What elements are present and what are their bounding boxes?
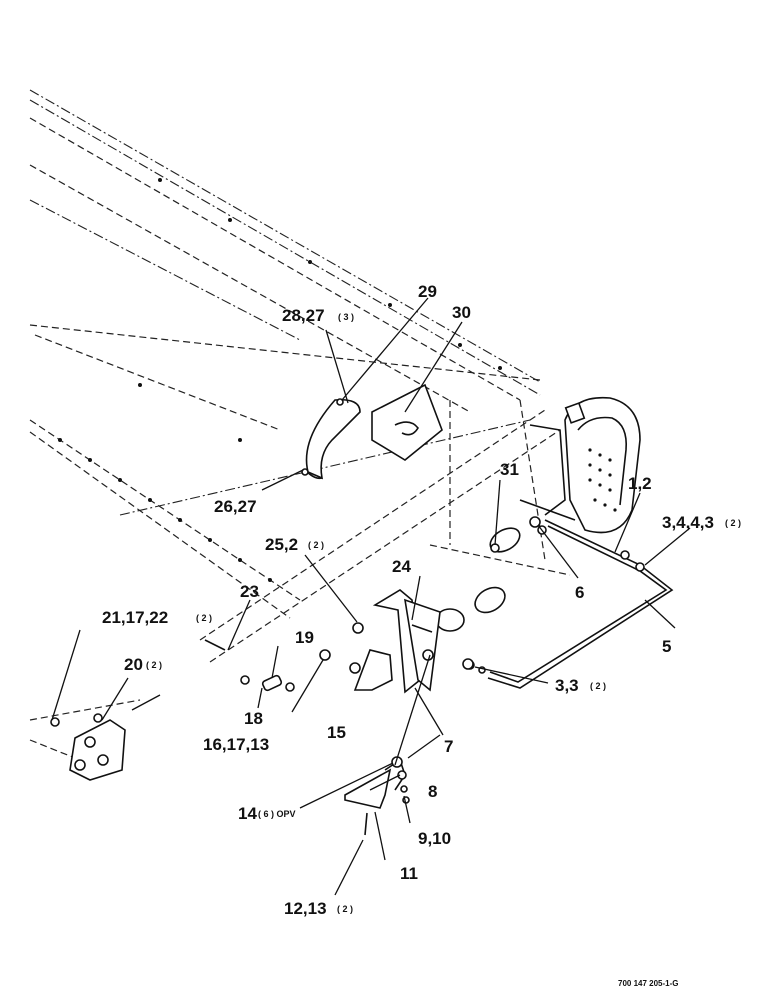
callout-14: 14: [238, 804, 257, 823]
callout-23: 23: [240, 582, 259, 601]
callouts: 29 30 28,27 ( 3 ) 26,27 31 1,2 3,4,4,3 (…: [102, 282, 741, 918]
callout-8: 8: [428, 782, 437, 801]
callout-28-27-qty: ( 3 ): [338, 312, 354, 322]
callout-19: 19: [295, 628, 314, 647]
callout-3-3: 3,3: [555, 676, 579, 695]
skid-plate-11: [344, 756, 410, 836]
callout-25-2: 25,2: [265, 535, 298, 554]
drawing-number: 700 147 205-1-G: [618, 979, 679, 988]
end-bracket: [50, 639, 226, 781]
frame-bolts: [301, 398, 547, 661]
callout-11: 11: [400, 864, 418, 883]
callout-29: 29: [418, 282, 437, 301]
callout-16-17-13: 16,17,13: [203, 735, 269, 754]
callout-15: 15: [327, 723, 346, 742]
callout-6: 6: [575, 583, 584, 602]
callout-21-17-22: 21,17,22: [102, 608, 168, 627]
callout-7: 7: [444, 737, 453, 756]
shield-30: [371, 383, 443, 461]
callout-3-4-4-3-qty: ( 2 ): [725, 518, 741, 528]
callout-5: 5: [662, 637, 671, 656]
header-frame: [29, 89, 571, 761]
callout-3-3-qty: ( 2 ): [590, 681, 606, 691]
callout-31: 31: [500, 460, 519, 479]
callout-24: 24: [392, 557, 411, 576]
shield-29: [304, 398, 361, 480]
callout-3-4-4-3: 3,4,4,3: [662, 513, 714, 532]
gearbox-housing: [435, 396, 641, 632]
callout-20: 20: [124, 655, 143, 674]
callout-9-10: 9,10: [418, 829, 451, 848]
callout-21-17-22-qty: ( 2 ): [196, 613, 212, 623]
callout-14-qty: ( 6 ) OPV: [258, 809, 296, 819]
gusset-15: [349, 649, 393, 691]
callout-30: 30: [452, 303, 471, 322]
callout-12-13-qty: ( 2 ): [337, 904, 353, 914]
leader-lines: [51, 297, 691, 896]
bracket-7: [372, 589, 474, 694]
callout-12-13: 12,13: [284, 899, 327, 918]
callout-18: 18: [244, 709, 263, 728]
callout-25-2-qty: ( 2 ): [308, 540, 324, 550]
callout-26-27: 26,27: [214, 497, 257, 516]
callout-28-27: 28,27: [282, 306, 325, 325]
bushing-18: [240, 674, 295, 692]
callout-20-qty: ( 2 ): [146, 660, 162, 670]
callout-1-2: 1,2: [628, 474, 652, 493]
